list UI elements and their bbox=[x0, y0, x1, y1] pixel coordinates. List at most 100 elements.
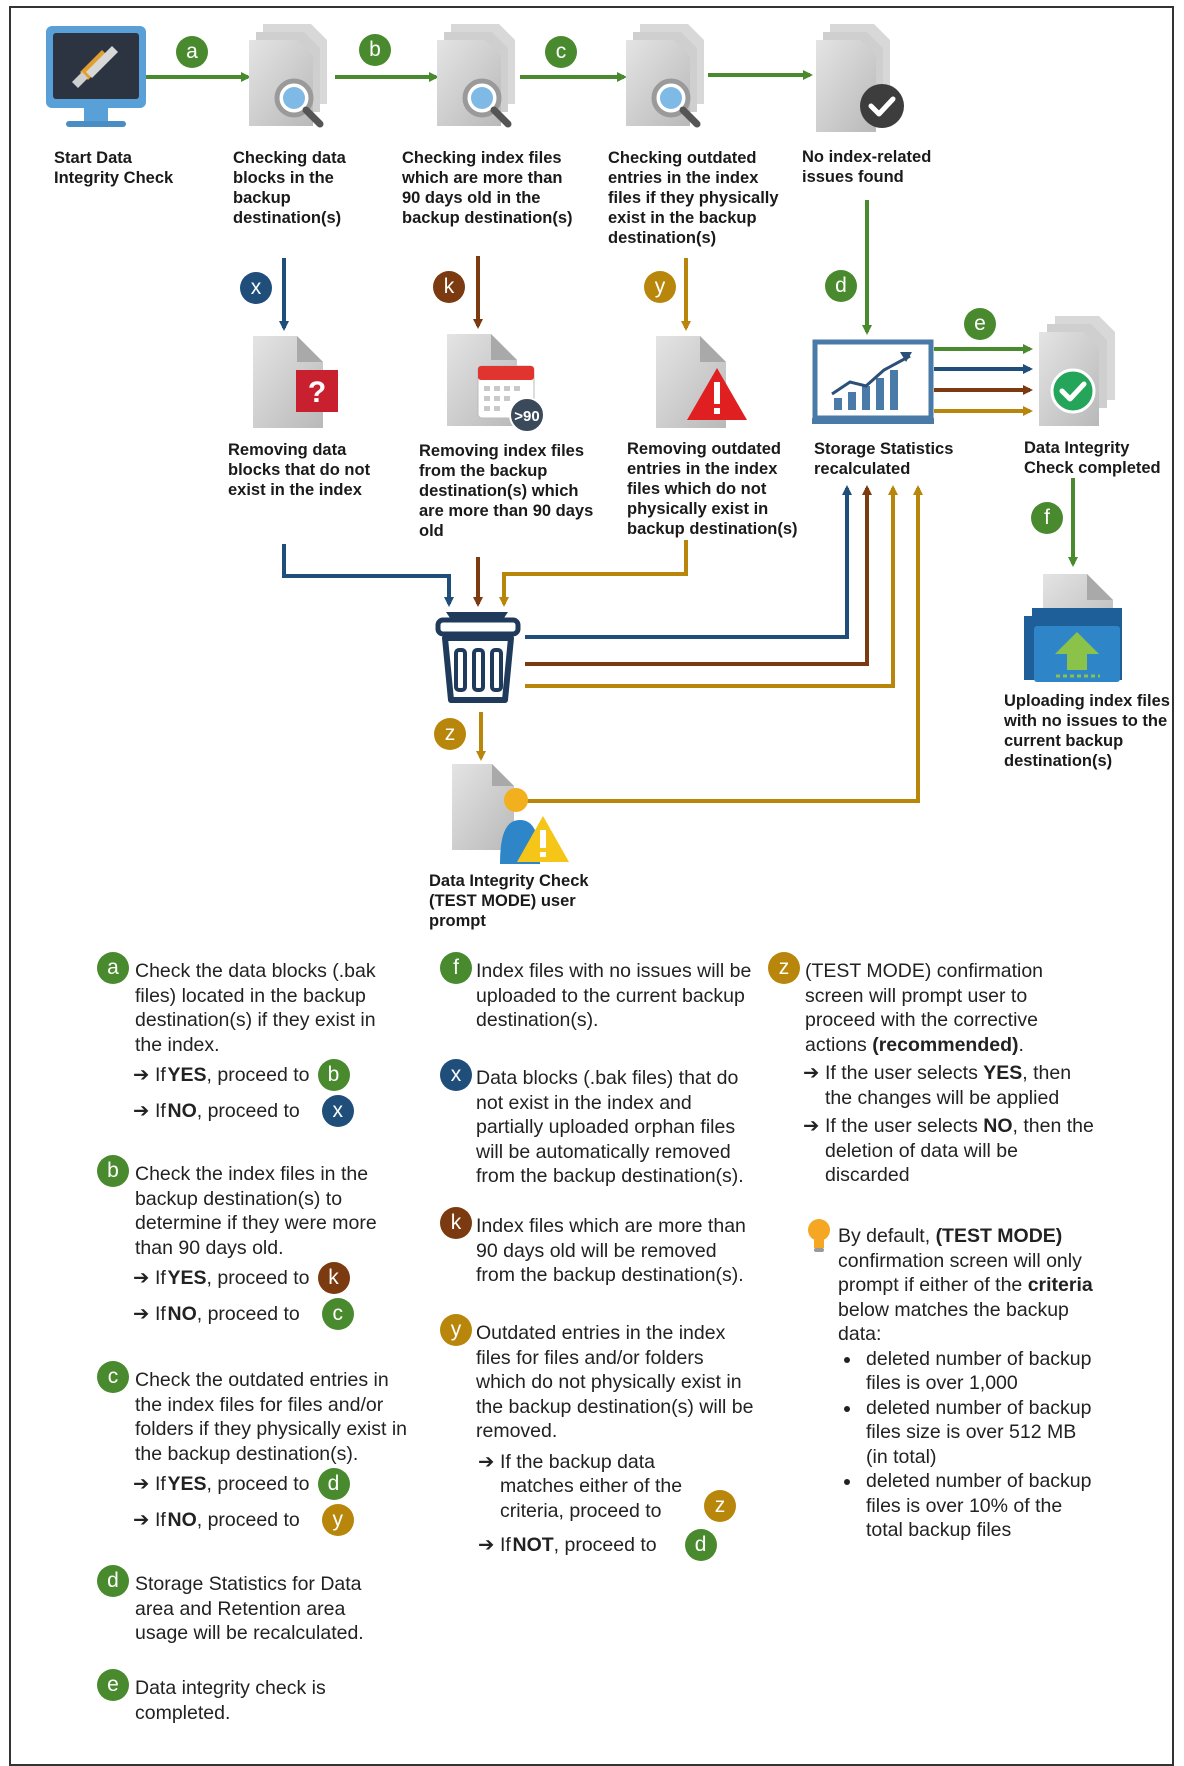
no-prefix: If bbox=[155, 1302, 166, 1325]
search-docs-icon-2 bbox=[437, 24, 515, 128]
note-badge-d: d bbox=[97, 1565, 129, 1597]
badge-e: e bbox=[964, 308, 996, 340]
note-z-yes: ➔If the user selects YES, then the chang… bbox=[803, 1061, 1098, 1110]
lightbulb-icon bbox=[808, 1219, 830, 1252]
note-b-yes: ➔If YES, proceed to k bbox=[133, 1262, 407, 1294]
tip-post: below matches the backup data: bbox=[838, 1298, 1069, 1346]
target-badge-d-2: d bbox=[684, 1529, 717, 1561]
note-z: z (TEST MODE) confirmation screen will p… bbox=[768, 952, 1098, 1188]
note-a: a Check the data blocks (.bak files) loc… bbox=[97, 952, 407, 1127]
z-text: (TEST MODE) confirmation screen will pro… bbox=[805, 960, 1044, 1056]
note-b-text: Check the index files in the backup dest… bbox=[135, 1163, 377, 1259]
note-d-text: Storage Statistics for Data area and Ret… bbox=[135, 1573, 364, 1644]
note-y-match: ➔If the backup data matches either of th… bbox=[478, 1450, 770, 1524]
note-z-no: ➔If the user selects NO, then the deleti… bbox=[803, 1114, 1098, 1188]
no-word: NO bbox=[167, 1099, 197, 1122]
note-c-text: Check the outdated entries in the index … bbox=[135, 1369, 408, 1465]
z-no-suffix: , then the deletion of data will be disc… bbox=[825, 1115, 1094, 1186]
note-badge-z: z bbox=[768, 952, 800, 984]
search-docs-icon-1 bbox=[249, 24, 327, 128]
label-remove-outdated: Removing outdated entries in the index f… bbox=[627, 440, 798, 538]
arrow-right-icon: ➔ bbox=[478, 1450, 495, 1473]
z-no-word: NO bbox=[983, 1115, 1013, 1137]
arrows-e bbox=[934, 344, 1033, 416]
note-badge-k: k bbox=[440, 1207, 472, 1239]
label-no-issues: No index-related issues found bbox=[802, 148, 932, 186]
no-word: NO bbox=[167, 1508, 197, 1531]
badge-c: c bbox=[545, 36, 577, 68]
no-prefix: If bbox=[155, 1099, 166, 1122]
criteria-item: deleted number of backup files is over 1… bbox=[862, 1469, 1102, 1543]
target-badge-c: c bbox=[321, 1298, 354, 1330]
arrow-right-icon: ➔ bbox=[133, 1266, 150, 1289]
note-badge-x: x bbox=[440, 1059, 472, 1091]
yes-prefix: If bbox=[155, 1063, 166, 1086]
label-test-prompt: Data Integrity Check (TEST MODE) user pr… bbox=[429, 872, 589, 930]
svg-text:?: ? bbox=[308, 376, 326, 409]
note-badge-a: a bbox=[97, 952, 129, 984]
note-e-text: Data integrity check is completed. bbox=[135, 1677, 326, 1724]
trash-icon bbox=[435, 612, 521, 703]
note-z-text: (TEST MODE) confirmation screen will pro… bbox=[805, 959, 1085, 1057]
yes-suffix: , proceed to bbox=[206, 1063, 310, 1086]
note-x: x Data blocks (.bak files) that do not e… bbox=[440, 1059, 760, 1189]
yes-word: YES bbox=[167, 1472, 207, 1495]
target-badge-z: z bbox=[704, 1489, 736, 1522]
badge-b: b bbox=[359, 34, 391, 66]
badge-y: y bbox=[644, 271, 676, 303]
note-c: c Check the outdated entries in the inde… bbox=[97, 1361, 417, 1536]
target-badge-y: y bbox=[321, 1504, 354, 1536]
no-word: NO bbox=[167, 1302, 197, 1325]
tip-bold-test-mode: (TEST MODE) bbox=[935, 1225, 1063, 1247]
yes-prefix: If bbox=[155, 1266, 166, 1289]
target-badge-x: x bbox=[321, 1095, 354, 1127]
label-check-index-old: Checking index files which are more than… bbox=[402, 149, 573, 227]
note-k: k Index files which are more than 90 day… bbox=[440, 1207, 760, 1288]
question-doc-icon: ? bbox=[253, 336, 338, 428]
z-yes-suffix: , then the changes will be applied bbox=[825, 1062, 1072, 1109]
user-warning-doc-icon bbox=[452, 764, 569, 864]
arrow-right-icon: ➔ bbox=[478, 1533, 495, 1556]
calendar-doc-icon: >90 bbox=[447, 334, 545, 433]
label-check-outdated: Checking outdated entries in the index f… bbox=[608, 149, 779, 247]
note-f-text: Index files with no issues will be uploa… bbox=[476, 960, 752, 1031]
label-check-blocks: Checking data blocks in the backup desti… bbox=[233, 149, 346, 227]
z-yes-word: YES bbox=[983, 1062, 1023, 1084]
note-c-no: ➔If NO, proceed to y bbox=[133, 1504, 417, 1536]
note-badge-y: y bbox=[440, 1314, 472, 1346]
note-y: y Outdated entries in the index files fo… bbox=[440, 1314, 770, 1561]
note-badge-e: e bbox=[97, 1669, 129, 1701]
note-b: b Check the index files in the backup de… bbox=[97, 1155, 407, 1330]
note-badge-b: b bbox=[97, 1155, 129, 1187]
tip-mid: confirmation screen will only prompt if … bbox=[838, 1249, 1082, 1297]
arrows-trash-to-stats bbox=[523, 485, 923, 803]
yes-suffix: , proceed to bbox=[206, 1266, 310, 1289]
label-storage-stats: Storage Statistics recalculated bbox=[814, 440, 954, 478]
note-a-no: ➔If NO, proceed to x bbox=[133, 1095, 407, 1127]
note-b-no: ➔If NO, proceed to c bbox=[133, 1298, 407, 1330]
check-docs-icon bbox=[816, 24, 904, 132]
target-badge-d: d bbox=[317, 1468, 350, 1500]
no-prefix: If bbox=[155, 1508, 166, 1531]
tip-text: By default, (TEST MODE) confirmation scr… bbox=[838, 1224, 1103, 1347]
tip-bold-criteria: criteria bbox=[1027, 1274, 1093, 1296]
completed-docs-icon bbox=[1039, 316, 1115, 426]
criteria-item: deleted number of backup files is over 1… bbox=[862, 1347, 1102, 1396]
over-90-badge: >90 bbox=[514, 408, 539, 425]
badge-k: k bbox=[433, 271, 465, 303]
z-text-end: . bbox=[1018, 1033, 1024, 1056]
note-e: e Data integrity check is completed. bbox=[97, 1669, 397, 1725]
note-a-text: Check the data blocks (.bak files) locat… bbox=[135, 960, 376, 1056]
target-badge-k: k bbox=[317, 1262, 350, 1294]
z-yes-prefix: If the user selects bbox=[825, 1062, 984, 1084]
warning-doc-icon bbox=[656, 336, 747, 428]
label-upload: Uploading index files with no issues to … bbox=[1004, 692, 1170, 770]
note-y-text: Outdated entries in the index files for … bbox=[476, 1322, 754, 1442]
target-badge-b: b bbox=[317, 1059, 350, 1091]
search-docs-icon-3 bbox=[626, 24, 704, 128]
arrow-right-icon: ➔ bbox=[133, 1302, 150, 1325]
tip-pre: By default, bbox=[838, 1225, 936, 1247]
z-no-text: If the user selects NO, then the deletio… bbox=[825, 1114, 1095, 1188]
arrow-right-icon: ➔ bbox=[133, 1099, 150, 1122]
not-word: NOT bbox=[512, 1533, 554, 1556]
